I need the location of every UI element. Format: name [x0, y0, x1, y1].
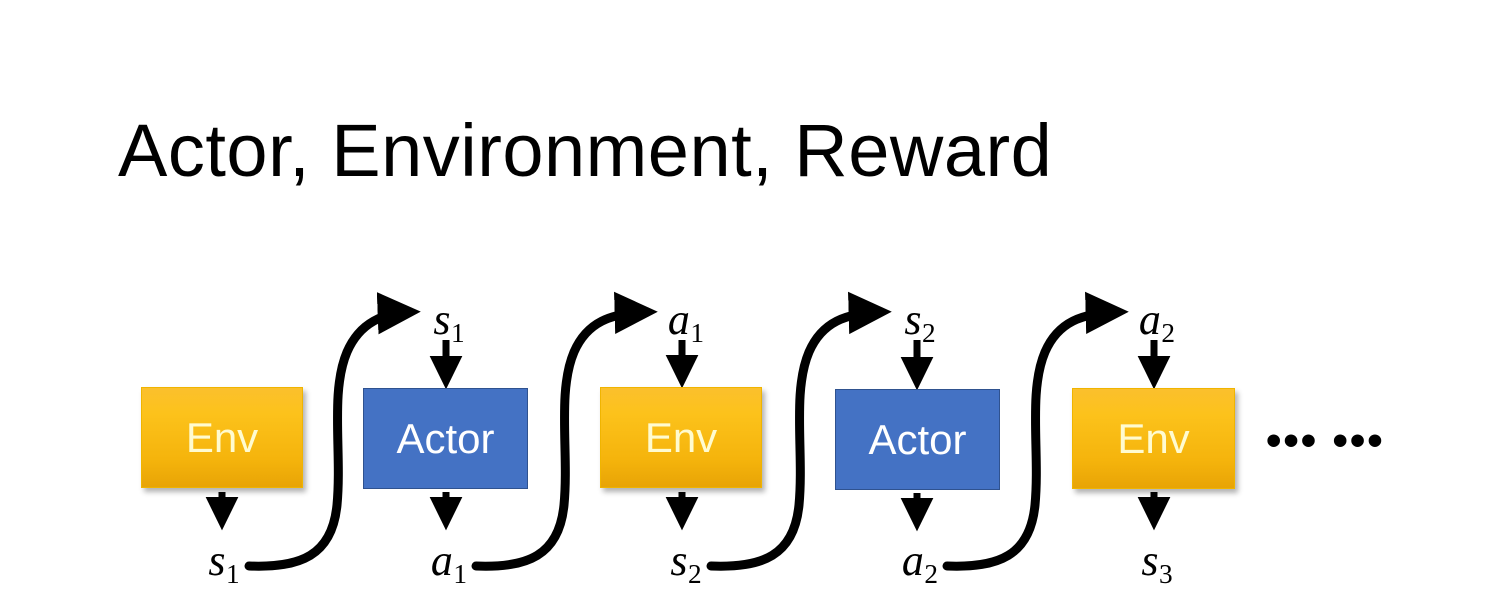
symbol-s2-bottom: s2 — [670, 539, 701, 588]
continuation-ellipsis: ••• ••• — [1266, 416, 1385, 465]
symbol-subscript: 2 — [924, 558, 939, 589]
symbol-s3-bottom: s3 — [1141, 539, 1172, 588]
symbol-subscript: 1 — [690, 317, 705, 348]
symbol-a1-top: a1 — [668, 298, 704, 347]
symbol-base: a — [667, 295, 690, 344]
node-actor-2[interactable]: Actor — [835, 389, 1000, 490]
symbol-base: s — [670, 536, 688, 585]
node-env-2[interactable]: Env — [600, 387, 762, 488]
symbol-base: s — [1141, 536, 1159, 585]
symbol-base: s — [433, 295, 451, 344]
symbol-subscript: 2 — [921, 317, 936, 348]
node-label: Env — [644, 413, 718, 461]
symbol-base: s — [904, 295, 922, 344]
node-label: Actor — [396, 414, 495, 462]
node-env-1[interactable]: Env — [141, 387, 303, 488]
symbol-subscript: 2 — [687, 558, 702, 589]
symbol-subscript: 1 — [450, 317, 465, 348]
symbol-subscript: 3 — [1158, 558, 1173, 589]
node-env-3[interactable]: Env — [1072, 388, 1235, 489]
symbol-subscript: 1 — [453, 558, 468, 589]
node-label: Env — [1117, 414, 1190, 462]
symbol-s1-top: s1 — [433, 298, 464, 347]
symbol-a2-top: a2 — [1139, 298, 1175, 347]
down-arrows-out-of-boxes — [205, 492, 1171, 532]
symbol-base: a — [1138, 295, 1161, 344]
symbol-subscript: 2 — [1161, 317, 1176, 348]
symbol-subscript: 1 — [225, 558, 240, 589]
symbol-s2-top: s2 — [904, 298, 935, 347]
node-label: Actor — [868, 415, 967, 463]
symbol-a1-bottom: a1 — [431, 539, 467, 588]
page-title: Actor, Environment, Reward — [118, 109, 1053, 192]
down-arrows-into-boxes — [429, 340, 1171, 391]
symbol-s1-bottom: s1 — [208, 539, 239, 588]
node-label: Env — [185, 413, 259, 461]
symbol-base: s — [208, 536, 226, 585]
symbol-base: a — [430, 536, 453, 585]
symbol-base: a — [901, 536, 924, 585]
node-actor-1[interactable]: Actor — [363, 388, 528, 489]
symbol-a2-bottom: a2 — [902, 539, 938, 588]
